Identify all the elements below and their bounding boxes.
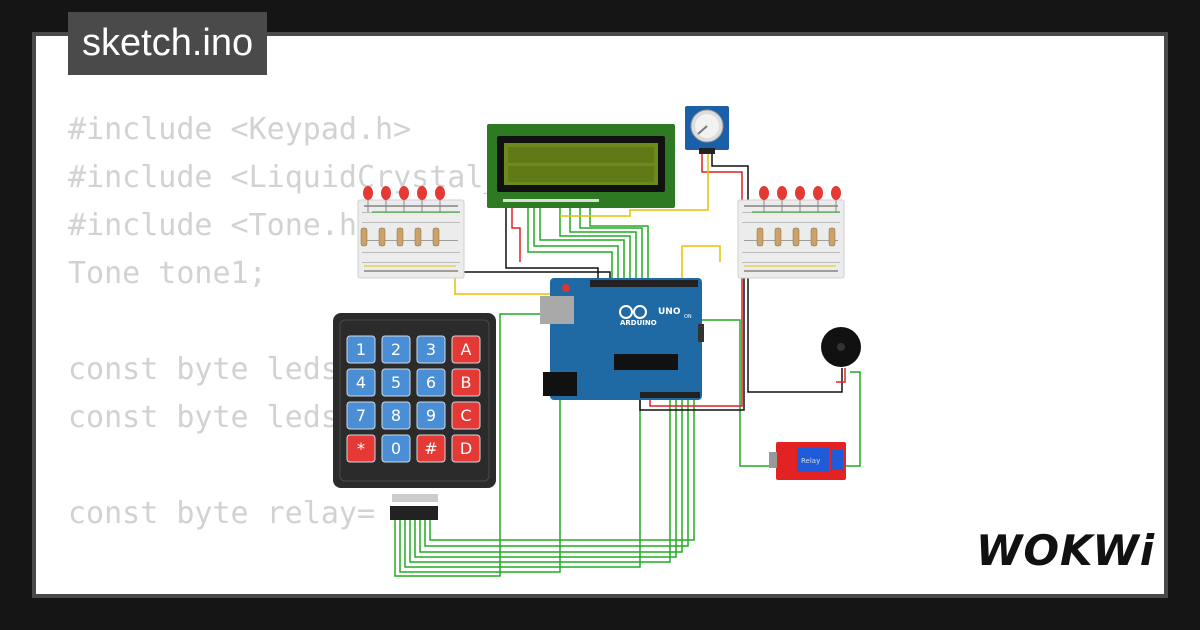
wokwi-logo: WOKWi [976, 526, 1156, 575]
keypad-key[interactable] [346, 401, 376, 430]
breadboard-right [737, 199, 845, 279]
keypad-key-label: 3 [426, 340, 436, 359]
keypad-key-label: D [460, 439, 472, 458]
keypad-key-label: 8 [391, 406, 401, 425]
code-line: Tone tone1; [68, 256, 267, 291]
buzzer [821, 327, 861, 367]
keypad-key[interactable] [346, 335, 376, 364]
keypad: 1 2 3 A 4 5 6 B 7 8 9 C * 0 # D [333, 313, 496, 520]
code-editor: #include <Keypad.h>#include <LiquidCryst… [68, 106, 790, 594]
code-line: #include <Keypad.h> [68, 112, 412, 147]
arduino-model: UNO [658, 307, 681, 317]
code-line: LiquidCrystal lcd(12, 13, 11, 10, 9, 8); [68, 586, 790, 594]
keypad-key[interactable] [346, 368, 376, 397]
keypad-key-label: 5 [391, 373, 401, 392]
keypad-key-label: 1 [356, 340, 366, 359]
arduino-on-label: ON [684, 314, 692, 320]
keypad-key-label: # [424, 439, 437, 458]
keypad-key[interactable] [451, 335, 481, 364]
keypad-key-label: 9 [426, 406, 436, 425]
keypad-key[interactable] [451, 434, 481, 463]
led-group-right [744, 186, 841, 267]
keypad-key[interactable] [381, 401, 411, 430]
keypad-key[interactable] [416, 401, 446, 430]
keypad-key[interactable] [416, 434, 446, 463]
keypad-key[interactable] [346, 434, 376, 463]
keypad-key[interactable] [451, 401, 481, 430]
keypad-key-label: 2 [391, 340, 401, 359]
lcd-display [487, 124, 675, 208]
keypad-key[interactable] [381, 368, 411, 397]
keypad-key-label: * [357, 439, 365, 458]
keypad-key[interactable] [416, 368, 446, 397]
relay-module: Relay [769, 442, 846, 480]
keypad-key[interactable] [381, 434, 411, 463]
keypad-key-label: A [461, 340, 472, 359]
keypad-key-label: B [461, 373, 472, 392]
relay-label: Relay [801, 457, 820, 465]
keypad-key[interactable] [416, 335, 446, 364]
arduino-brand: ARDUINO [620, 319, 657, 327]
potentiometer [685, 106, 729, 154]
code-line: #include <Tone.h> [68, 208, 376, 243]
keypad-key-label: C [460, 406, 471, 425]
code-line: const byte relay= [68, 496, 376, 531]
keypad-keys: 1 2 3 A 4 5 6 B 7 8 9 C * 0 # D [346, 335, 481, 463]
keypad-key-label: 6 [426, 373, 436, 392]
keypad-key-label: 0 [391, 439, 401, 458]
led-group-left [360, 186, 460, 267]
keypad-key-label: 7 [356, 406, 366, 425]
keypad-key[interactable] [451, 368, 481, 397]
keypad-key[interactable] [381, 335, 411, 364]
file-tab[interactable]: sketch.ino [68, 12, 268, 75]
arduino-uno: ARDUINO UNO ON [540, 278, 704, 400]
keypad-key-label: 4 [356, 373, 366, 392]
